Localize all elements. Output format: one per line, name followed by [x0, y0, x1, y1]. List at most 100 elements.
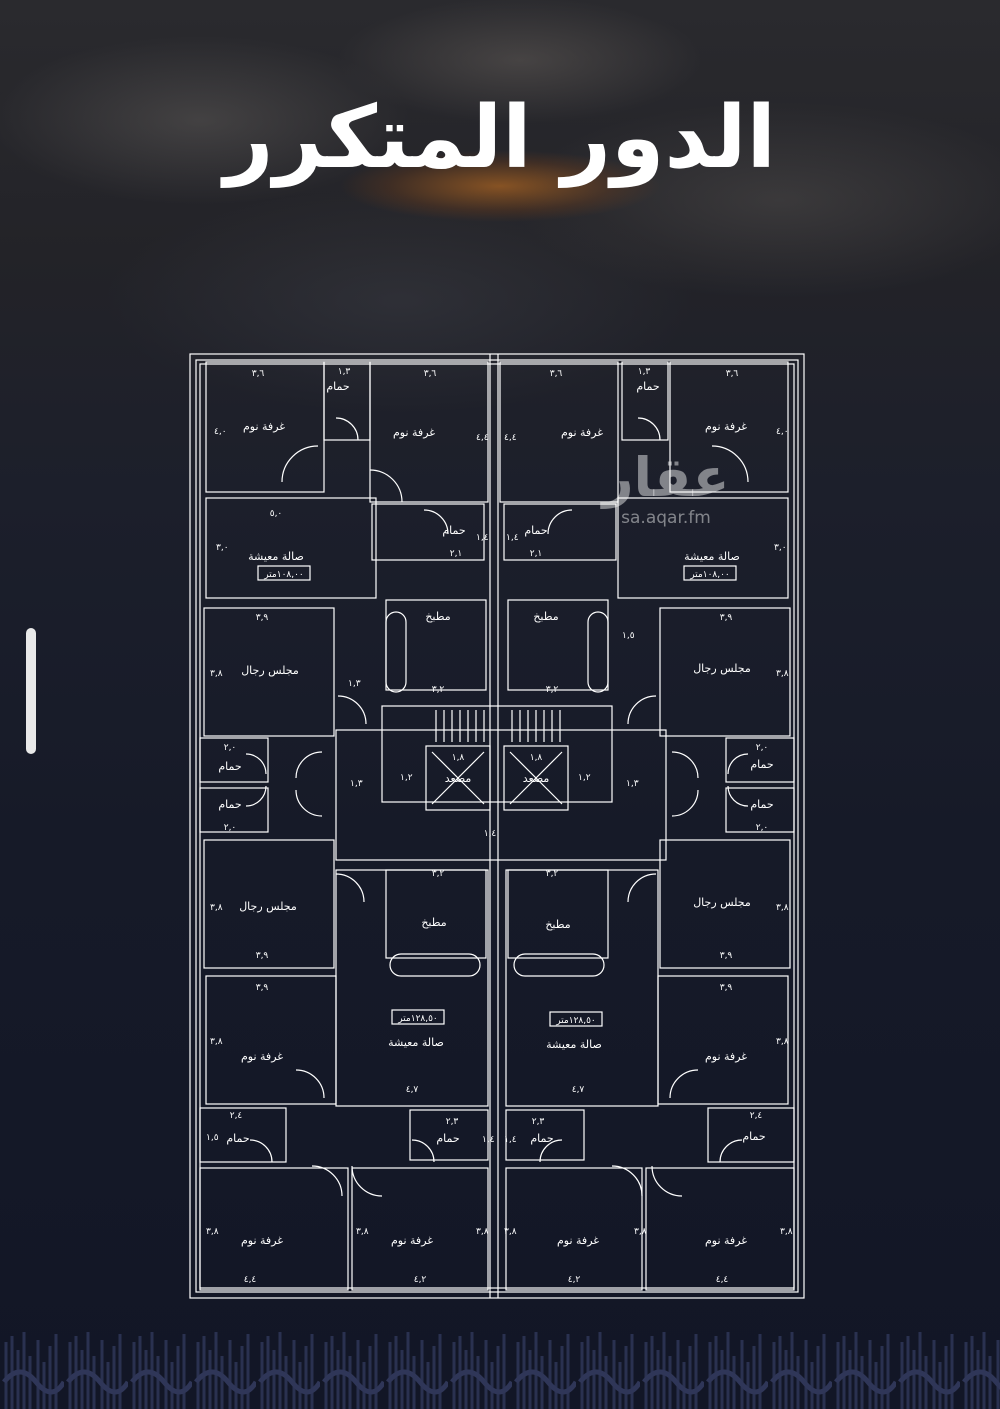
dim-label: ٤,٤: [244, 1275, 257, 1285]
aqar-watermark: عقار sa.aqar.fm: [586, 448, 746, 529]
dim-label: ٣,٦: [726, 369, 739, 379]
dim-label: ١,٨: [452, 753, 465, 763]
dim-label: ١,٤: [484, 829, 497, 839]
dim-label: ٣,٩: [256, 951, 269, 961]
room-label-bathroom: حمام: [218, 798, 241, 811]
room-label-bathroom: حمام: [436, 1132, 459, 1145]
room-label-living: صالة معيشة: [388, 1036, 444, 1049]
dim-label: ١,٣: [626, 779, 639, 789]
room-label-bathroom: حمام: [636, 380, 659, 393]
room-label-bathroom: حمام: [750, 758, 773, 771]
room-label-kitchen: مطبخ: [533, 610, 558, 623]
dim-label: ١,٢: [400, 773, 413, 783]
area-box: [683, 565, 737, 581]
room-label-bathroom: حمام: [530, 1132, 553, 1145]
dim-label: ٢,٣: [532, 1117, 545, 1127]
room-label-living: صالة معيشة: [248, 550, 304, 563]
room-label-bedroom: غرفة نوم: [705, 420, 747, 433]
area-box: [391, 1009, 445, 1025]
area-lower-right: ١٢٨,٥٠متر: [555, 1016, 596, 1026]
decorative-footer-pattern: [0, 1322, 1000, 1409]
area-lower-left: ١٢٨,٥٠متر: [397, 1014, 438, 1024]
page-title: الدور المتكرر: [224, 88, 776, 188]
room-label-bedroom: غرفة نوم: [705, 1234, 747, 1247]
dim-label: ٤,٧: [572, 1085, 585, 1095]
dim-label: ١,٥: [622, 631, 635, 641]
dim-label: ٥,٠: [270, 509, 283, 519]
room-label-bedroom: غرفة نوم: [243, 420, 285, 433]
dim-label: ٣,٨: [780, 1227, 793, 1237]
dim-label: ١,٨: [530, 753, 543, 763]
dim-label: ٣,٠: [216, 543, 229, 553]
dim-label: ١,٤: [482, 1135, 495, 1145]
area-box: [549, 1011, 603, 1027]
dim-label: ١,٤: [476, 533, 489, 543]
room-label-bathroom: حمام: [226, 1132, 249, 1145]
dim-label: ١,٣: [338, 367, 351, 377]
dim-label: ٢,٤: [750, 1111, 763, 1121]
room-label-kitchen: مطبخ: [421, 916, 446, 929]
room-label-bathroom: حمام: [742, 1130, 765, 1143]
dim-label: ١,٢: [578, 773, 591, 783]
dim-label: ٤,٠: [214, 427, 227, 437]
dim-label: ٢,٠: [756, 743, 769, 753]
dim-label: ٢,١: [530, 549, 543, 559]
dim-label: ٣,٨: [504, 1227, 517, 1237]
dim-label: ٣,٨: [356, 1227, 369, 1237]
dim-label: ٢,٤: [230, 1111, 243, 1121]
dim-label: ٣,٨: [776, 1037, 789, 1047]
room-label-bedroom: غرفة نوم: [241, 1234, 283, 1247]
dim-label: ١,٣: [638, 367, 651, 377]
room-label-elevator: مصعد: [523, 772, 550, 785]
room-label-bedroom: غرفة نوم: [561, 426, 603, 439]
room-label-living: صالة معيشة: [684, 550, 740, 563]
dim-label: ٣,٨: [206, 1227, 219, 1237]
room-label-bedroom: غرفة نوم: [241, 1050, 283, 1063]
dim-label: ٤,٢: [414, 1275, 427, 1285]
dim-label: ٣,٨: [210, 903, 223, 913]
room-label-bedroom: غرفة نوم: [705, 1050, 747, 1063]
scroll-handle[interactable]: [26, 628, 36, 754]
room-label-majlis: مجلس رجال: [693, 896, 751, 909]
dim-label: ٣,٩: [720, 951, 733, 961]
area-upper-left: ١٠٨,٠٠متر: [263, 570, 304, 580]
watermark-url: sa.aqar.fm: [621, 508, 711, 528]
room-label-majlis: مجلس رجال: [693, 662, 751, 675]
dim-label: ٢,٠: [224, 743, 237, 753]
room-label-majlis: مجلس رجال: [241, 664, 299, 677]
dim-label: ٣,٩: [720, 613, 733, 623]
dim-label: ٣,٦: [252, 369, 265, 379]
room-label-kitchen: مطبخ: [425, 610, 450, 623]
dim-label: ٤,٧: [406, 1085, 419, 1095]
room-label-bathroom: حمام: [326, 380, 349, 393]
dim-label: ٣,٦: [424, 369, 437, 379]
area-box: [257, 565, 311, 581]
room-label-bedroom: غرفة نوم: [557, 1234, 599, 1247]
dim-label: ٢,٠: [756, 823, 769, 833]
dim-label: ١,٣: [348, 679, 361, 689]
dim-label: ١,٤: [504, 1135, 517, 1145]
dim-label: ٣,٨: [210, 1037, 223, 1047]
dim-label: ٣,٢: [432, 685, 445, 695]
room-label-bathroom: حمام: [750, 798, 773, 811]
room-label-bathroom: حمام: [442, 524, 465, 537]
dim-label: ٣,٩: [256, 613, 269, 623]
dim-label: ٣,٨: [210, 669, 223, 679]
dim-label: ٣,٩: [720, 983, 733, 993]
dim-label: ٤,٢: [568, 1275, 581, 1285]
dim-label: ٣,٨: [634, 1227, 647, 1237]
dim-label: ٢,١: [450, 549, 463, 559]
dim-label: ٤,٤: [716, 1275, 729, 1285]
dim-label: ١,٣: [350, 779, 363, 789]
dim-label: ٣,٦: [550, 369, 563, 379]
dim-label: ٣,٠: [774, 543, 787, 553]
room-label-living: صالة معيشة: [546, 1038, 602, 1051]
outer-wall: [189, 353, 805, 1299]
area-upper-right: ١٠٨,٠٠متر: [689, 570, 730, 580]
room-label-kitchen: مطبخ: [545, 918, 570, 931]
room-label-elevator: مصعد: [445, 772, 472, 785]
room-label-bedroom: غرفة نوم: [393, 426, 435, 439]
room-label-bedroom: غرفة نوم: [391, 1234, 433, 1247]
dim-label: ٢,٣: [446, 1117, 459, 1127]
dim-label: ٣,٨: [476, 1227, 489, 1237]
